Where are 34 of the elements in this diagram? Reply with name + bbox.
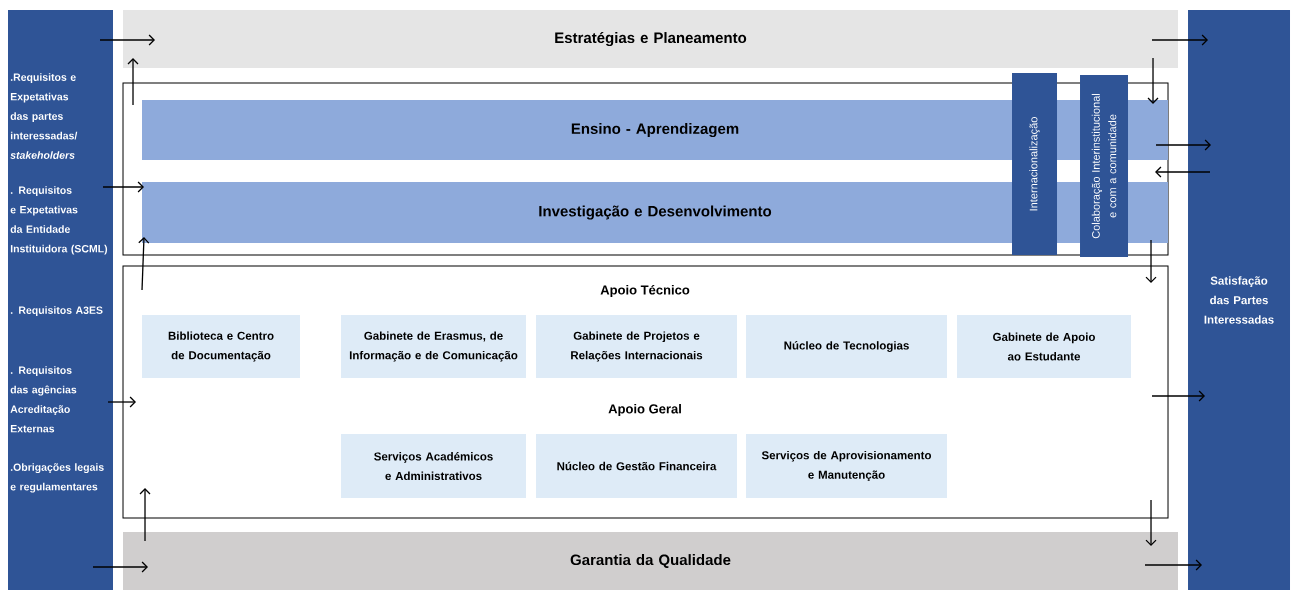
band: Estratégias e Planeamento: [123, 10, 1178, 68]
unit-box: Núcleo de Gestão Financeira: [536, 434, 737, 498]
arrow: [1147, 57, 1159, 104]
panel-text: .Obrigações legais e regulamentares: [10, 463, 104, 493]
arrow: [127, 58, 139, 106]
panel-text: Satisfação das Partes Interessadas: [1204, 276, 1274, 324]
arrow: [1145, 499, 1157, 546]
arrow: [92, 561, 148, 573]
arrow: [1145, 239, 1157, 283]
unit-box: Gabinete de Projetos e Relações Internacionais: [536, 315, 737, 378]
arrow: [1155, 166, 1211, 178]
unit-box: Gabinete de Apoio ao Estudante: [957, 315, 1131, 378]
panel-text: .Requisitos e Expetativas das partes interessadas/ stakeholders: [10, 73, 78, 159]
panel-text: . Requisitos e Expetativas da Entidade Instituidora (SCML): [10, 186, 108, 255]
arrow: [107, 396, 136, 408]
unit-box: Gabinete de Erasmus, de Informação e de Comunicação: [341, 315, 526, 378]
arrow: [1151, 390, 1205, 402]
arrow: [1151, 34, 1208, 46]
arrow: [138, 237, 150, 291]
panel-text: . Requisitos A3ES: [10, 306, 103, 316]
panel-text: . Requisitos das agências Acreditação Externas: [10, 366, 77, 433]
unit-box: Núcleo de Tecnologias: [746, 315, 947, 378]
arrow: [1144, 559, 1202, 571]
arrow: [139, 488, 151, 542]
band: Garantia da Qualidade: [123, 532, 1178, 590]
arrow: [99, 34, 155, 46]
unit-box: Biblioteca e Centro de Documentação: [142, 315, 300, 378]
arrow: [1155, 139, 1211, 151]
section-heading: Apoio Geral: [608, 403, 681, 417]
unit-box: Serviços Académicos e Administrativos: [341, 434, 526, 498]
arrow: [102, 181, 144, 193]
unit-box: Serviços de Aprovisionamento e Manutenção: [746, 434, 947, 498]
outline-box: [122, 82, 1169, 256]
section-heading: Apoio Técnico: [600, 284, 690, 298]
